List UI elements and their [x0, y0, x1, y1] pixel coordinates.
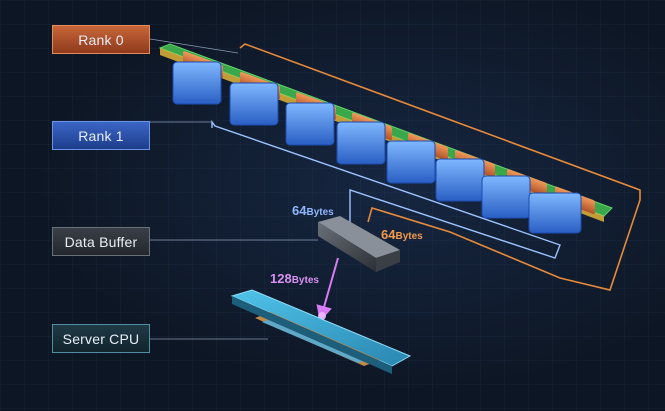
- rank0-chips: [183, 51, 595, 214]
- rank1-chip: [386, 140, 436, 184]
- rank1-bracket: [211, 119, 561, 259]
- data-buffer-label: Data Buffer: [52, 227, 150, 256]
- rank1-chip: [481, 175, 531, 219]
- rank1-chips: [172, 61, 582, 234]
- rank0-bracket: [239, 43, 641, 291]
- rank1-chip: [285, 102, 335, 146]
- rank0-bandwidth-label: 64Bytes: [381, 227, 423, 242]
- rank1-chip: [528, 192, 582, 234]
- rank1-chip: [336, 121, 386, 165]
- rank1-label: Rank 1: [52, 121, 150, 150]
- rank1-chip: [435, 158, 485, 202]
- buffer-to-cpu-arrow: [316, 257, 339, 322]
- cpu-bandwidth-label: 128Bytes: [270, 271, 319, 286]
- rank1-chip: [172, 61, 222, 105]
- data-buffer-chip: [318, 216, 400, 272]
- server-cpu-label: Server CPU: [52, 324, 150, 353]
- rank1-bandwidth-label: 64Bytes: [292, 203, 334, 218]
- rank1-chip: [229, 82, 279, 126]
- rank0-leader-line: [149, 38, 239, 54]
- rank0-label: Rank 0: [52, 25, 150, 54]
- server-cpu-chip: [230, 289, 412, 374]
